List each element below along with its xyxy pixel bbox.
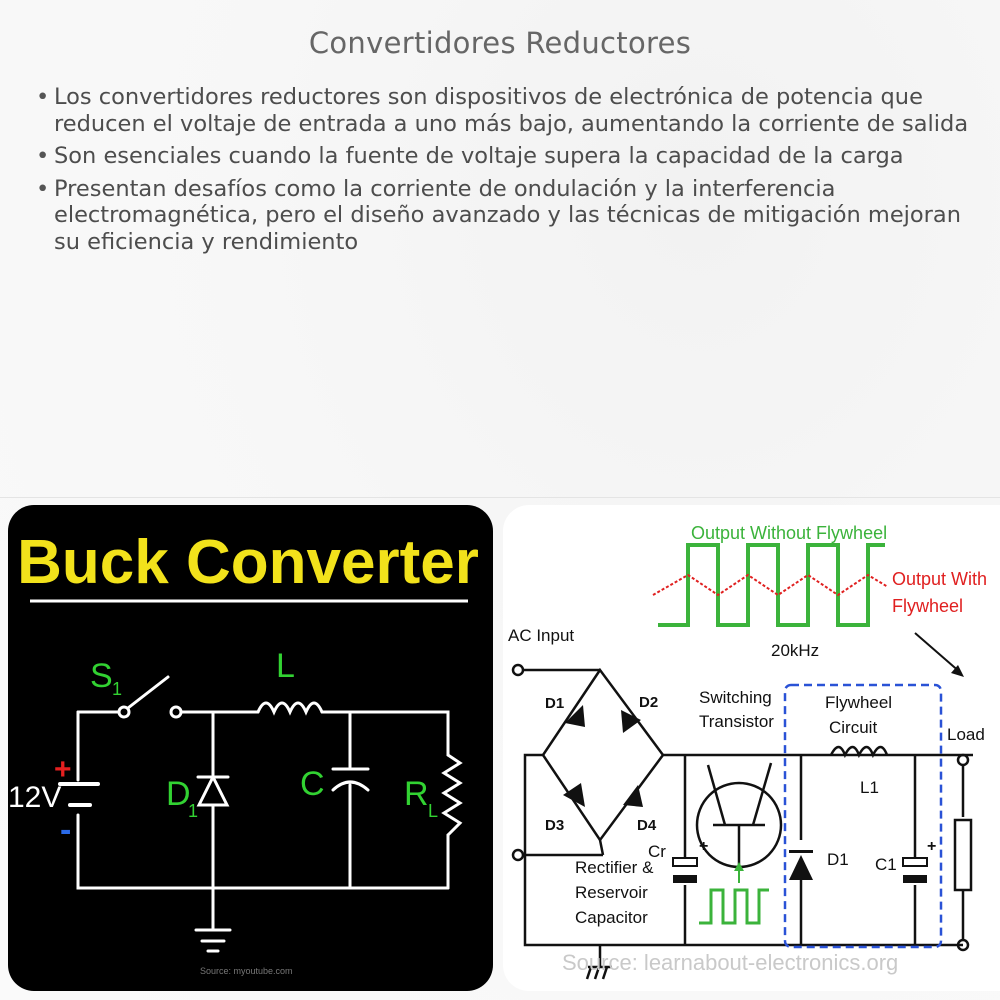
rectifier-label-2: Reservoir (575, 883, 648, 902)
diode-subscript: 1 (188, 801, 198, 821)
right-credit: Source: learnabout-electronics.org (562, 950, 899, 975)
load-label: Load (947, 725, 985, 744)
switch-subscript: 1 (112, 679, 122, 699)
load-subscript: L (428, 801, 438, 821)
square-wave (658, 543, 885, 627)
arrow-line (914, 632, 962, 674)
buck-converter-schematic: Buck Converter (8, 528, 479, 953)
c1-plus: + (927, 838, 936, 855)
d2-label: D2 (639, 694, 658, 711)
rectifier-label-1: Rectifier & (575, 858, 654, 877)
d1-label: D1 (545, 695, 564, 712)
frequency-label: 20kHz (771, 641, 819, 660)
bullet-item: Los convertidores reductores son disposi… (30, 84, 980, 137)
ripple-wave (652, 573, 889, 597)
l1-label: L1 (860, 778, 879, 797)
left-credit: Source: myoutube.com (200, 966, 293, 976)
arrow-head (951, 665, 964, 677)
switching-label-2: Transistor (699, 712, 774, 731)
reservoir-cap-top (672, 857, 698, 867)
flywheel-diode-symbol (789, 855, 813, 880)
load-label: R (404, 775, 429, 813)
diode-d2-symbol (621, 710, 641, 733)
rectifier-label-3: Capacitor (575, 908, 648, 927)
output-cap-top (902, 857, 928, 867)
d4-label: D4 (637, 817, 657, 834)
reservoir-cap-bottom (673, 875, 697, 883)
page-title: Convertidores Reductores (308, 26, 692, 60)
plus-sign: + (54, 753, 72, 786)
cr-label: Cr (648, 842, 666, 861)
wave-right-label-2: Flywheel (892, 596, 963, 616)
buck-converter-figure: Buck Converter (8, 505, 493, 991)
figure-heading: Buck Converter (17, 528, 479, 597)
diode-d3-symbol (563, 783, 585, 807)
cr-plus: + (699, 838, 708, 855)
divider (0, 497, 1000, 498)
flywheel-label-2: Circuit (829, 718, 877, 737)
bullet-item: Presentan desafíos como la corriente de … (30, 176, 980, 256)
diode-d1-symbol (565, 705, 585, 727)
diode-out-label: D1 (827, 850, 849, 869)
output-cap-bottom (903, 875, 927, 883)
diode-label: D (166, 775, 191, 813)
flywheel-circuit-figure: Output Without Flywheel Output With Flyw… (503, 505, 1000, 991)
inductor-label: L (276, 647, 295, 685)
flywheel-label-1: Flywheel (825, 693, 892, 712)
voltage-label: 12V (8, 781, 61, 814)
capacitor-label: C (300, 765, 325, 803)
flywheel-diode-bar (789, 850, 813, 853)
flywheel-box (783, 683, 943, 949)
wave-top-label: Output Without Flywheel (691, 523, 887, 543)
bullet-list: Los convertidores reductores son disposi… (30, 84, 980, 261)
switching-label-1: Switching (699, 688, 772, 707)
wave-right-label-1: Output With (892, 569, 987, 589)
diode-d4-symbol (623, 785, 643, 807)
bullet-item: Son esenciales cuando la fuente de volta… (30, 143, 980, 170)
flywheel-schematic: Output Without Flywheel Output With Flyw… (508, 523, 987, 980)
d3-label: D3 (545, 817, 564, 834)
c1-label: C1 (875, 855, 897, 874)
minus-sign: - (60, 811, 71, 849)
ac-input-label: AC Input (508, 626, 574, 645)
drive-pulse (699, 888, 769, 925)
switch-label: S (90, 657, 113, 695)
